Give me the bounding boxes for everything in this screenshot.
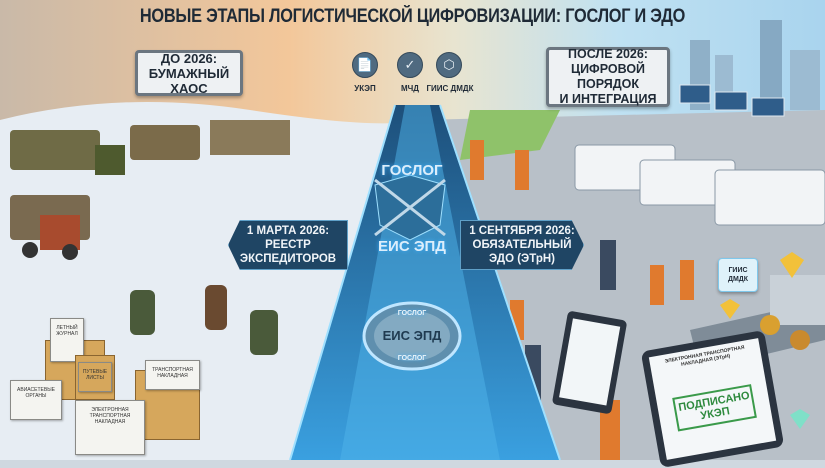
sign-line: БУМАЖНЫЙ ХАОС xyxy=(148,65,230,96)
march-2026-banner: 1 МАРТА 2026: РЕЕСТР ЭКСПЕДИТОРОВ xyxy=(228,220,348,270)
goslog-label: ГОСЛОГ xyxy=(381,162,443,179)
coin-bottom-text: ГОСЛОГ xyxy=(397,355,427,362)
coin-top-text: ГОСЛОГ xyxy=(397,310,427,317)
document: АВИАСЕТЕВЫЕ ОРГАНЫ xyxy=(10,380,62,420)
after-2026-sign: ПОСЛЕ 2026: ЦИФРОВОЙ ПОРЯДОК И ИНТЕГРАЦИ… xyxy=(546,47,670,107)
document: ЭЛЕКТРОННАЯ ТРАНСПОРТНАЯ НАКЛАДНАЯ xyxy=(75,400,145,455)
sign-line: ДМДК xyxy=(727,276,749,283)
giis-dmdk-sign: ГИИС ДМДК xyxy=(718,258,758,292)
gems xyxy=(720,252,810,429)
banner-line: ОБЯЗАТЕЛЬНЫЙ xyxy=(472,239,572,251)
modern-trucks xyxy=(574,144,825,226)
network-icon: ⬡ xyxy=(436,52,462,78)
banner-line: 1 СЕНТЯБРЯ 2026: xyxy=(469,225,575,237)
banner-line: РЕЕСТР xyxy=(265,239,311,251)
sign-line: ПОСЛЕ 2026: xyxy=(568,47,648,61)
sign-line: И ИНТЕГРАЦИЯ xyxy=(559,92,657,106)
icon-label: ГИИС ДМДК xyxy=(426,84,474,93)
document: ЛЕТНЫЙ ЖУРНАЛ xyxy=(50,318,84,362)
people xyxy=(130,140,694,460)
solar-panels xyxy=(679,84,785,117)
document: ПУТЕВЫЕ ЛИСТЫ xyxy=(78,362,112,392)
eis-epd-label: ЕИС ЭПД xyxy=(378,238,446,255)
page-title: НОВЫЕ ЭТАПЫ ЛОГИСТИЧЕСКОЙ ЦИФРОВИЗАЦИИ: … xyxy=(139,6,686,27)
september-2026-banner: 1 СЕНТЯБРЯ 2026: ОБЯЗАТЕЛЬНЫЙ ЭДО (ЭТрН) xyxy=(460,220,584,270)
sign-line: ЦИФРОВОЙ ПОРЯДОК xyxy=(570,62,646,91)
left-tablet xyxy=(552,311,627,414)
shield-check-icon: ✓ xyxy=(397,52,423,78)
banner-line: 1 МАРТА 2026: xyxy=(246,225,330,237)
icon-label: УКЭП xyxy=(354,84,376,93)
banner-line: ЭКСПЕДИТОРОВ xyxy=(239,253,337,265)
tablet-screen: ЭЛЕКТРОННАЯ ТРАНСПОРТНАЯ НАКЛАДНАЯ (ЭТрН… xyxy=(648,338,777,460)
tablet[interactable]: ЭЛЕКТРОННАЯ ТРАНСПОРТНАЯ НАКЛАДНАЯ (ЭТрН… xyxy=(640,330,785,468)
document: ТРАНСПОРТНАЯ НАКЛАДНАЯ xyxy=(145,360,200,390)
before-2026-sign: ДО 2026: БУМАЖНЫЙ ХАОС xyxy=(135,50,243,96)
old-trucks xyxy=(10,120,290,260)
sign-line: ДО 2026: xyxy=(160,50,218,66)
tablet-header: ЭЛЕКТРОННАЯ ТРАНСПОРТНАЯ НАКЛАДНАЯ (ЭТрН… xyxy=(664,344,745,368)
coin-center-text: ЕИС ЭПД xyxy=(382,328,442,343)
signed-stamp: ПОДПИСАНО УКЭП xyxy=(671,384,757,432)
sign-line: ГИИС xyxy=(728,267,748,274)
icon-label: МЧД xyxy=(401,84,419,93)
banner-line: ЭДО (ЭТрН) xyxy=(489,253,555,265)
document-check-icon: 📄 xyxy=(352,52,378,78)
